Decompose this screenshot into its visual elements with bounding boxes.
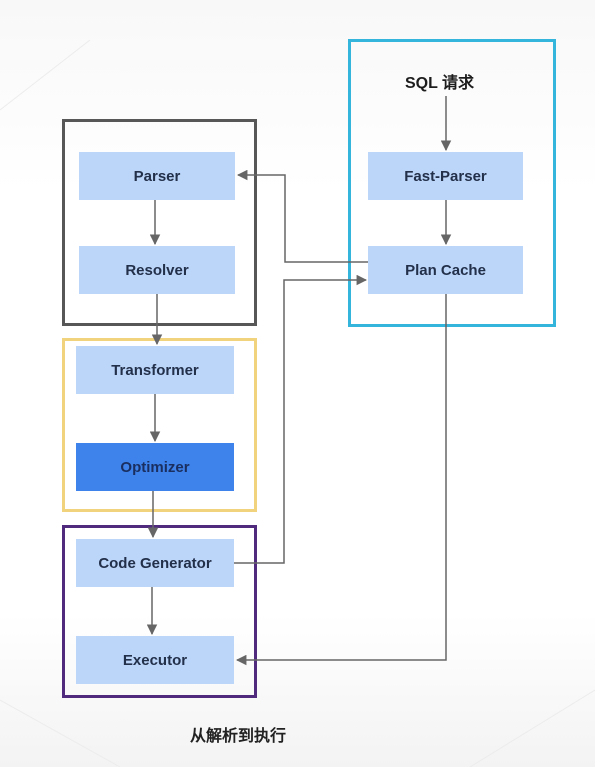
edge-plancache-to-parser: [236, 169, 368, 263]
node-plan-cache: Plan Cache: [368, 246, 523, 294]
node-executor: Executor: [76, 636, 234, 684]
edge-codegen-to-plancache: [234, 274, 368, 564]
node-fast-parser: Fast-Parser: [368, 152, 523, 200]
diagram-caption: 从解析到执行: [190, 728, 287, 745]
parse-group-frame: [62, 119, 257, 326]
node-optimizer: Optimizer: [76, 443, 234, 491]
node-transformer: Transformer: [76, 346, 234, 394]
execute-group-frame: [62, 525, 257, 698]
sql-request-label: SQL 请求: [405, 75, 475, 92]
node-parser: Parser: [79, 152, 235, 200]
node-code-generator: Code Generator: [76, 539, 234, 587]
plan-cache-group-frame: [348, 39, 556, 327]
edge-plancache-to-executor: [235, 294, 447, 666]
node-resolver: Resolver: [79, 246, 235, 294]
